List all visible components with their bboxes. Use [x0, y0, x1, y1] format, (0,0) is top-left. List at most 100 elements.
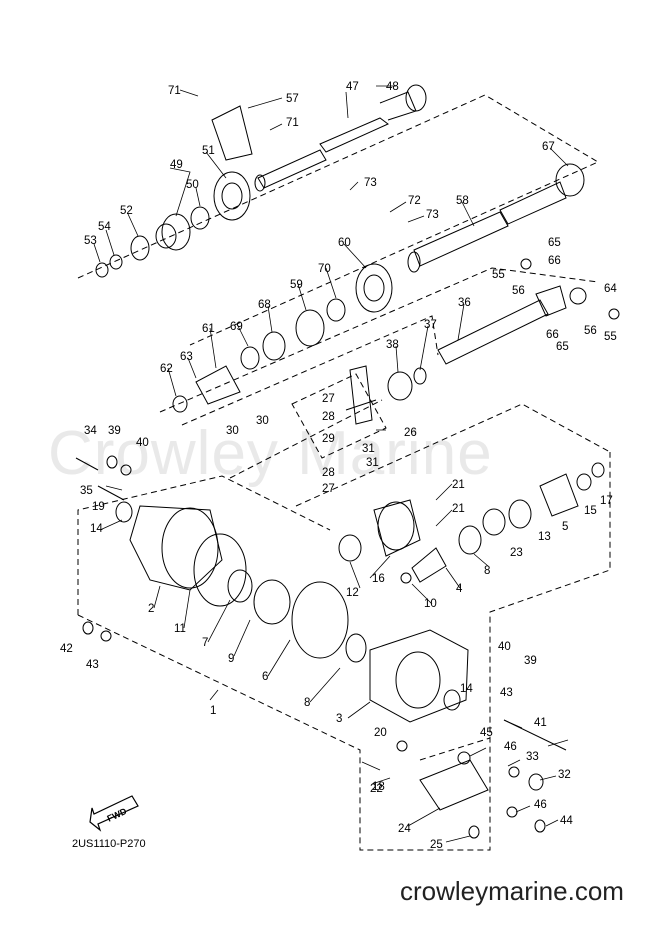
- callout-73: 73: [426, 209, 439, 221]
- callout-27: 27: [322, 393, 335, 405]
- callout-4: 4: [456, 583, 463, 595]
- callout-71: 71: [168, 85, 181, 97]
- callout-30: 30: [256, 415, 269, 427]
- callout-35: 35: [80, 485, 93, 497]
- callout-38: 38: [386, 339, 399, 351]
- callout-31: 31: [362, 443, 375, 455]
- callout-46: 46: [534, 799, 547, 811]
- callout-40: 40: [498, 641, 511, 653]
- callout-44: 44: [560, 815, 573, 827]
- callout-18: 18: [372, 781, 385, 793]
- callout-56: 56: [512, 285, 525, 297]
- callout-3: 3: [336, 713, 342, 725]
- callout-15: 15: [584, 505, 597, 517]
- callout-36: 36: [458, 297, 471, 309]
- callout-22: 22: [370, 783, 383, 795]
- diagram-code: 2US1110-P270: [72, 838, 146, 850]
- callout-14: 14: [460, 683, 473, 695]
- front-drive-shaft-assembly: [95, 84, 427, 278]
- callout-69: 69: [230, 321, 243, 333]
- callout-72: 72: [408, 195, 421, 207]
- callout-32: 32: [558, 769, 571, 781]
- callout-64: 64: [604, 283, 617, 295]
- fwd-arrow-icon: FWD: [86, 792, 144, 837]
- callout-54: 54: [98, 221, 111, 233]
- callout-47: 47: [346, 81, 359, 93]
- callout-65: 65: [556, 341, 569, 353]
- callout-17: 17: [600, 495, 613, 507]
- callout-43: 43: [500, 687, 513, 699]
- callout-55: 55: [492, 269, 505, 281]
- callout-55: 55: [604, 331, 617, 343]
- callout-43: 43: [86, 659, 99, 671]
- propeller-shaft-assembly: [172, 163, 585, 425]
- callout-51: 51: [202, 145, 215, 157]
- callout-16: 16: [372, 573, 385, 585]
- callout-63: 63: [180, 351, 193, 363]
- callout-61: 61: [202, 323, 215, 335]
- callout-20: 20: [374, 727, 387, 739]
- callout-65: 65: [548, 237, 561, 249]
- callout-39: 39: [524, 655, 537, 667]
- callout-60: 60: [338, 237, 351, 249]
- callout-53: 53: [84, 235, 97, 247]
- callout-24: 24: [398, 823, 411, 835]
- callout-28: 28: [322, 411, 335, 423]
- callout-28: 28: [322, 467, 335, 479]
- callout-8: 8: [484, 565, 490, 577]
- callout-68: 68: [258, 299, 271, 311]
- callout-19: 19: [92, 501, 105, 513]
- callout-71: 71: [286, 117, 299, 129]
- callout-12: 12: [346, 587, 359, 599]
- callout-34: 34: [84, 425, 97, 437]
- callout-46: 46: [504, 741, 517, 753]
- site-url: crowleymarine.com: [400, 876, 624, 906]
- callout-48: 48: [386, 81, 399, 93]
- callout-58: 58: [456, 195, 469, 207]
- callout-41: 41: [534, 717, 547, 729]
- callout-13: 13: [538, 531, 551, 543]
- callout-70: 70: [318, 263, 331, 275]
- callout-37: 37: [424, 319, 437, 331]
- callout-8: 8: [304, 697, 310, 709]
- callout-26: 26: [404, 427, 417, 439]
- callout-73: 73: [364, 177, 377, 189]
- callout-67: 67: [542, 141, 555, 153]
- callout-50: 50: [186, 179, 199, 191]
- callout-29: 29: [322, 433, 335, 445]
- callout-1: 1: [210, 705, 216, 717]
- callout-10: 10: [424, 598, 437, 610]
- callout-59: 59: [290, 279, 303, 291]
- callout-9: 9: [228, 653, 234, 665]
- callout-30: 30: [226, 425, 239, 437]
- callout-2: 2: [148, 603, 154, 615]
- callout-6: 6: [262, 671, 268, 683]
- callout-56: 56: [584, 325, 597, 337]
- callout-7: 7: [202, 637, 208, 649]
- callout-42: 42: [60, 643, 73, 655]
- callout-40: 40: [136, 437, 149, 449]
- differential-housing-assembly: [75, 455, 605, 839]
- callout-57: 57: [286, 93, 299, 105]
- leader-lines: [93, 85, 569, 843]
- dashed-group-outlines: [77, 94, 611, 851]
- callout-39: 39: [108, 425, 121, 437]
- callout-66: 66: [546, 329, 559, 341]
- callout-21: 21: [452, 479, 465, 491]
- callout-25: 25: [430, 839, 443, 851]
- callout-27: 27: [322, 483, 335, 495]
- callout-31: 31: [366, 457, 379, 469]
- callout-5: 5: [562, 521, 568, 533]
- callout-23: 23: [510, 547, 523, 559]
- callout-21: 21: [452, 503, 465, 515]
- callout-45: 45: [480, 727, 493, 739]
- callout-62: 62: [160, 363, 173, 375]
- callout-33: 33: [526, 751, 539, 763]
- callout-11: 11: [174, 623, 186, 635]
- callout-49: 49: [170, 159, 183, 171]
- callout-52: 52: [120, 205, 133, 217]
- callout-14: 14: [90, 523, 103, 535]
- callout-66: 66: [548, 255, 561, 267]
